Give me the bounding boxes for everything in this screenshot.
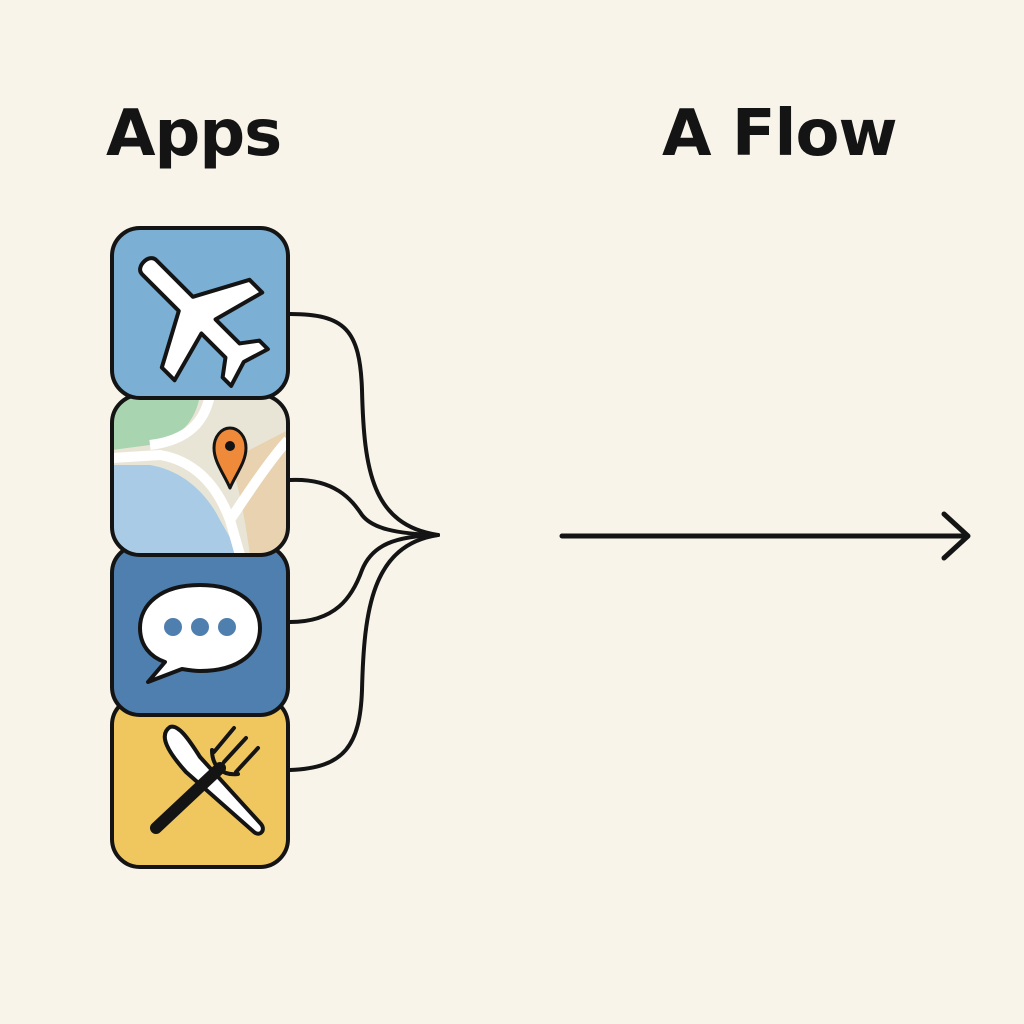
map-roads: [112, 395, 288, 555]
map-water-area: [112, 465, 240, 555]
chat-dot: [191, 618, 209, 636]
app-tile-chat: [110, 543, 290, 717]
map-pin-icon: [212, 426, 248, 490]
fork-knife-icon: [150, 724, 265, 836]
connector-airplane: [288, 312, 440, 537]
chat-dot: [164, 618, 182, 636]
app-tile-map: [110, 393, 290, 557]
apps-heading: Apps: [106, 97, 282, 171]
flow-arrow: [559, 511, 971, 561]
app-tile-food: [110, 695, 290, 869]
chat-dot: [218, 618, 236, 636]
chat-bubble-icon: [138, 583, 262, 684]
connector-chat: [288, 533, 440, 624]
merge-connectors: [288, 312, 440, 772]
map-park-area: [112, 395, 200, 450]
flow-heading: A Flow: [662, 97, 898, 171]
app-tile-airplane: [110, 226, 290, 400]
flow-arrow-head: [941, 511, 971, 561]
connector-map: [288, 477, 440, 537]
connector-food: [288, 533, 440, 772]
airplane-icon: [138, 256, 270, 388]
